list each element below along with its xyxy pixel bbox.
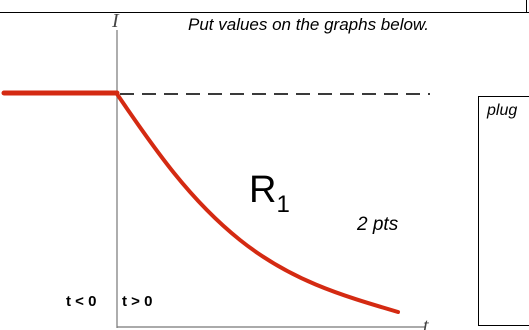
before-zero-label: t < 0 (66, 293, 96, 310)
decay-curve (115, 92, 400, 314)
plug-in-box: plug (478, 96, 529, 326)
resistor-label: R1 (249, 169, 290, 218)
top-box-edge (526, 0, 527, 13)
resistor-label-main: R (249, 169, 276, 211)
plug-in-text: plug (487, 102, 518, 119)
points-label: 2 pts (356, 214, 399, 235)
after-zero-label: t > 0 (122, 293, 152, 310)
top-border-line (0, 12, 529, 13)
y-axis-label: I (111, 10, 120, 32)
x-axis-label: t (423, 315, 429, 330)
instruction-text: Put values on the graphs below. (188, 15, 429, 34)
resistor-label-subscript: 1 (276, 191, 289, 218)
